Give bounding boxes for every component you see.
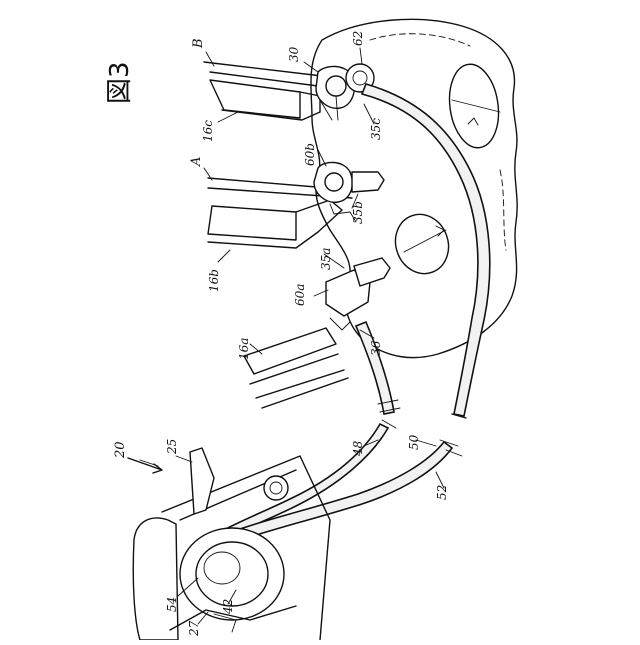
label-b: B [191, 38, 206, 49]
label-a: A [189, 157, 204, 167]
leader-lines [140, 48, 444, 624]
label-54: 54 [165, 597, 179, 612]
label-25: 25 [165, 439, 179, 455]
figure-title: 図3 [105, 61, 135, 104]
tube-36 [356, 322, 394, 414]
instrument-b [204, 62, 354, 120]
label-16b: 16b [207, 269, 221, 292]
label-16c: 16c [201, 120, 215, 142]
label-16a: 16a [237, 338, 251, 360]
label-27: 27 [187, 620, 201, 637]
label-35b: 35b [351, 201, 365, 224]
label-36: 36 [369, 340, 383, 356]
label-50: 50 [407, 434, 421, 450]
label-62: 62 [351, 31, 365, 46]
label-60b: 60b [303, 143, 317, 166]
label-42: 42 [221, 599, 235, 615]
upper-opening [444, 61, 503, 151]
label-35a: 35a [319, 248, 333, 270]
label-20: 20 [113, 441, 128, 459]
label-52: 52 [435, 485, 449, 500]
label-30: 30 [287, 46, 301, 62]
arrow-20 [128, 458, 162, 473]
label-60a: 60a [293, 284, 307, 306]
label-48: 48 [351, 440, 365, 457]
label-35c: 35c [369, 118, 383, 140]
middle-opening [387, 207, 456, 281]
